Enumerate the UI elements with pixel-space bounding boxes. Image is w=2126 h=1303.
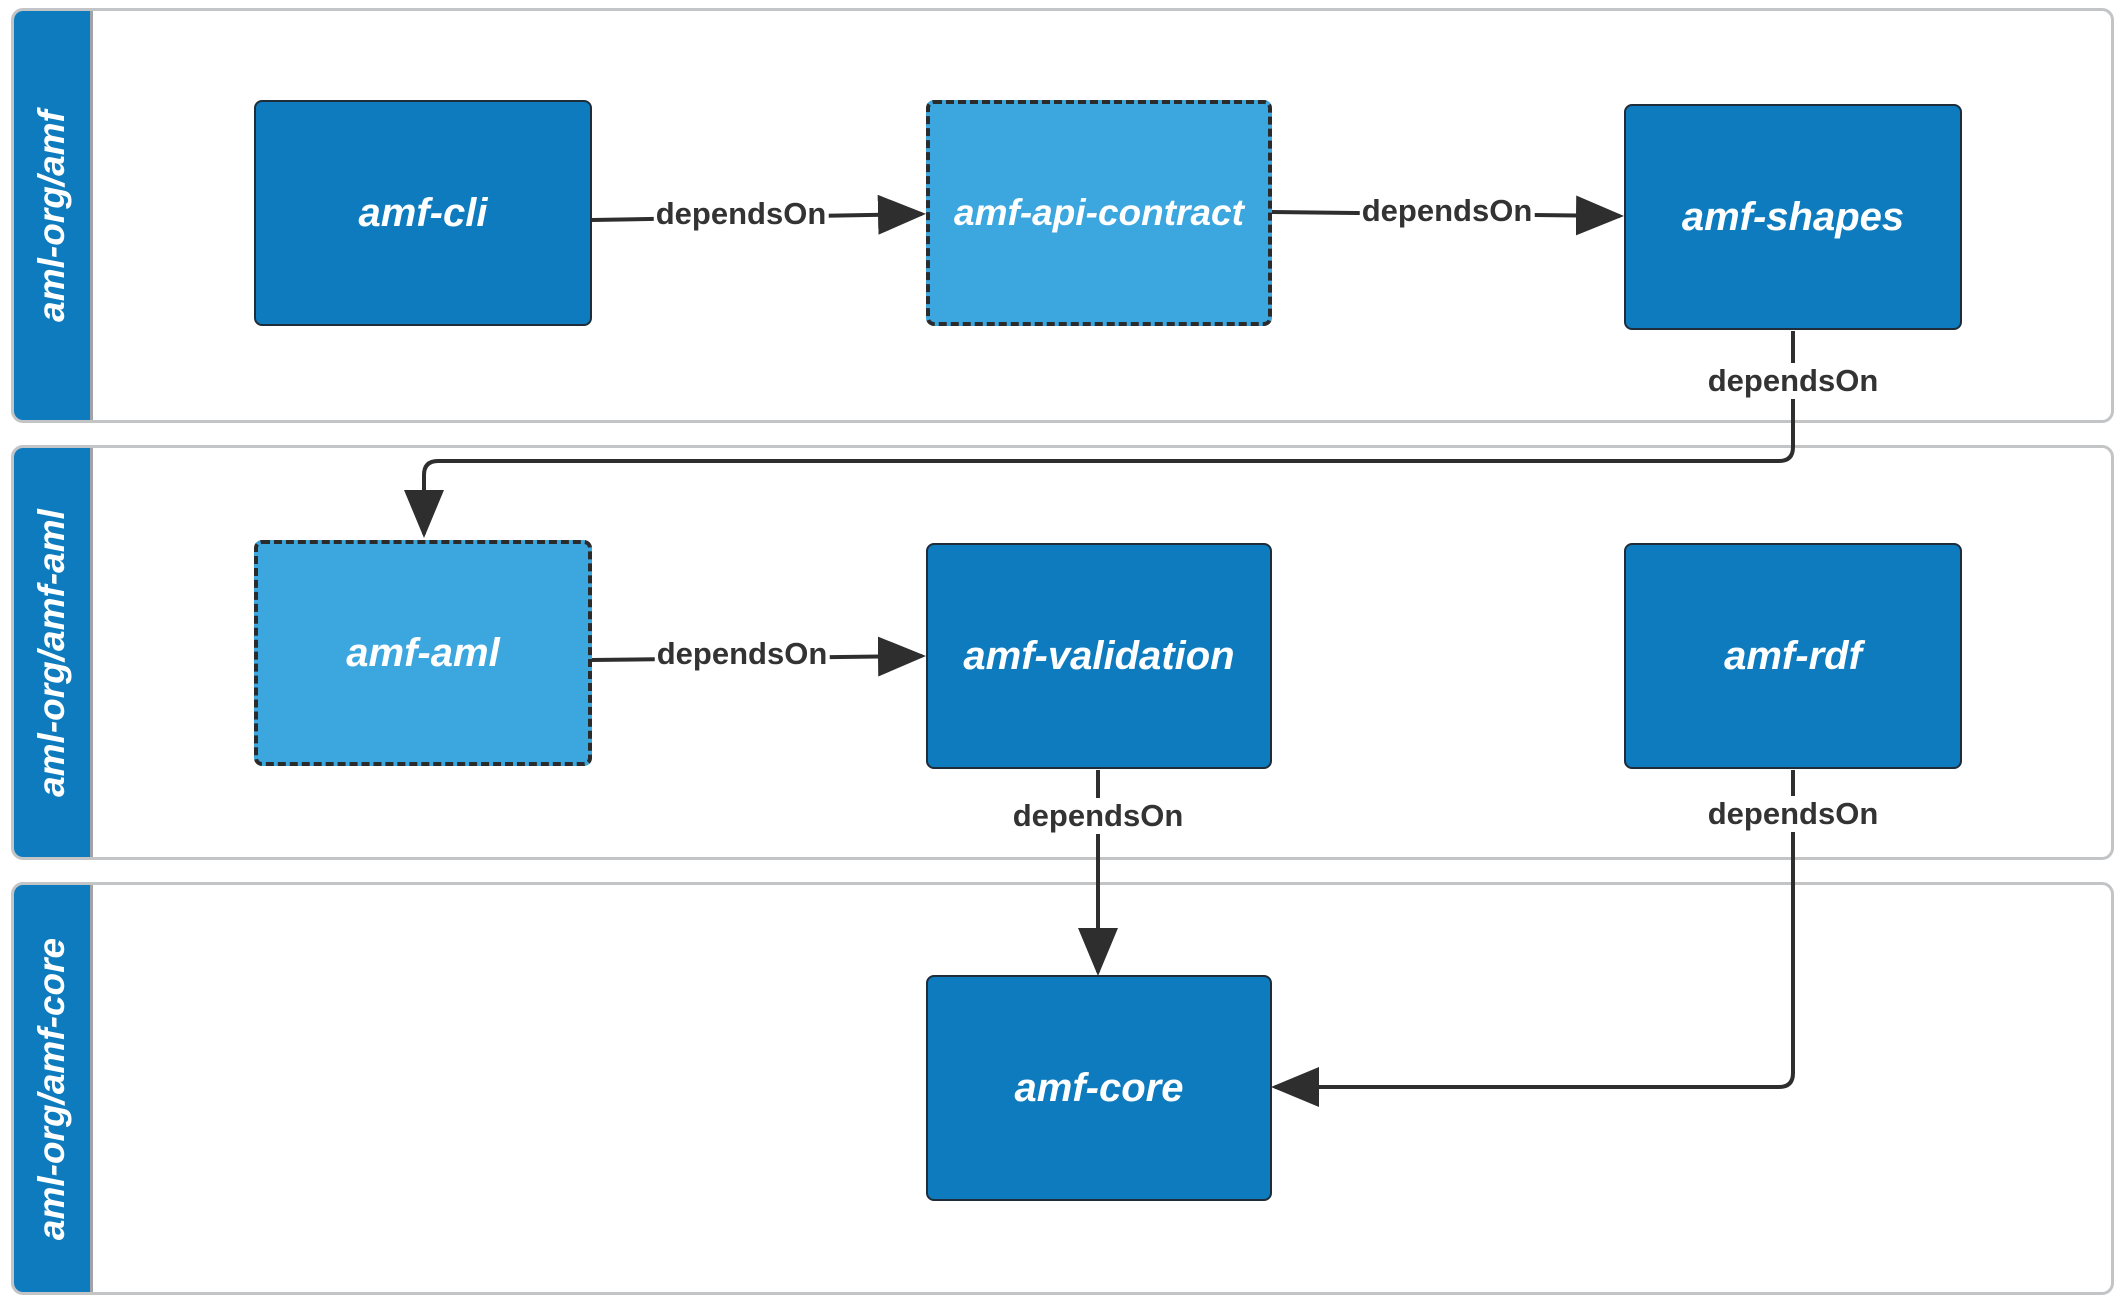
swimlane-header-amf-core: aml-org/amf-core [14,885,93,1292]
edge-label-amf-cli-to-amf-api-contract: dependsOn [653,196,829,232]
node-label-amf-validation: amf-validation [963,633,1235,678]
node-label-amf-api-contract: amf-api-contract [954,192,1244,233]
edge-label-amf-shapes-to-amf-aml: dependsOn [1705,363,1881,399]
node-label-amf-shapes: amf-shapes [1681,194,1905,239]
edge-amf-shapes-to-amf-aml [404,331,1795,538]
node-amf-api-contract[interactable]: amf-api-contract [926,100,1272,326]
node-label-amf-aml: amf-aml [346,630,500,675]
node-label-amf-rdf: amf-rdf [1724,633,1862,678]
node-label-amf-cli: amf-cli [358,190,488,235]
swimlane-header-amf-aml: aml-org/amf-aml [14,448,93,857]
edge-label-amf-aml-to-amf-validation: dependsOn [654,636,830,672]
node-amf-aml[interactable]: amf-aml [254,540,592,766]
node-amf-core[interactable]: amf-core [926,975,1272,1201]
node-label-amf-core: amf-core [1014,1065,1184,1110]
node-amf-cli[interactable]: amf-cli [254,100,592,326]
edge-amf-rdf-to-amf-core [1271,770,1795,1107]
edge-label-amf-validation-to-amf-core: dependsOn [1010,798,1186,834]
node-amf-validation[interactable]: amf-validation [926,543,1272,769]
edge-label-amf-rdf-to-amf-core: dependsOn [1705,796,1881,832]
edge-label-amf-api-contract-to-amf-shapes: dependsOn [1359,193,1535,229]
swimlane-header-amf: aml-org/amf [14,11,93,420]
node-amf-rdf[interactable]: amf-rdf [1624,543,1962,769]
node-amf-shapes[interactable]: amf-shapes [1624,104,1962,330]
